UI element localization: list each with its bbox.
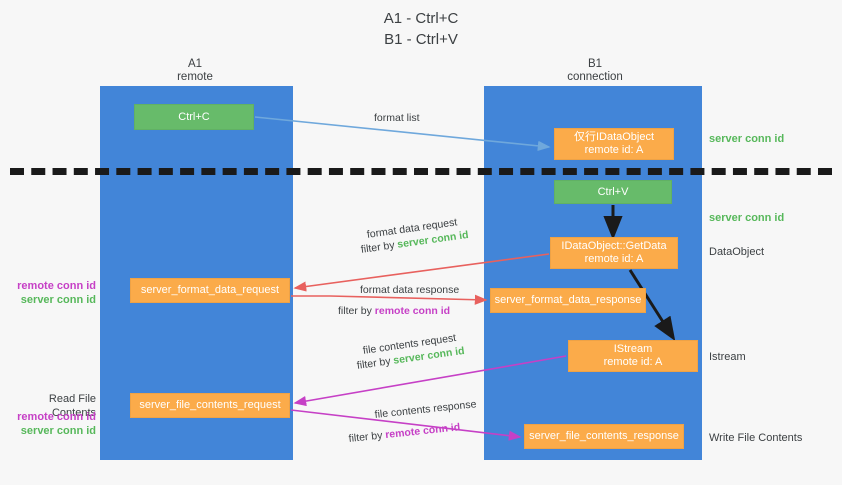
box-idataobject-getdata[interactable]: IDataObject::GetData remote id: A (550, 237, 678, 269)
left-label-read-file-contents: Read File Contents (48, 393, 96, 419)
box-server-format-data-response-label: server_format_data_response (494, 294, 642, 306)
box-server-file-contents-response-label: server_file_contents_response (529, 430, 679, 442)
phase-divider (10, 168, 832, 175)
label-file-contents-response: file contents response (374, 398, 477, 421)
title-line-2: B1 - Ctrl+V (384, 31, 458, 48)
side-label-server-conn-id-1: server conn id (709, 133, 785, 145)
left-label-remote-conn-id-1: remote conn id (17, 280, 96, 292)
box-istream-line2: remote id: A (603, 356, 663, 368)
side-label-istream: Istream (709, 351, 746, 363)
side-label-dataobject: DataObject (709, 246, 765, 258)
label-file-contents-response-filter: filter by remote conn id (348, 420, 461, 446)
title-line-1: A1 - Ctrl+C (383, 10, 459, 27)
left-label-remote-conn-id-2: remote conn id (17, 411, 96, 423)
box-server-format-data-response[interactable]: server_format_data_response (490, 288, 646, 313)
box-server-file-contents-request-label: server_file_contents_request (139, 399, 281, 411)
side-label-write-file-contents: Write File Contents (709, 432, 803, 444)
box-idataobject-line1: 仅行IDataObject (573, 131, 655, 143)
filter-prefix: filter by (338, 305, 375, 317)
column-header-a1: A1 remote (130, 58, 260, 84)
box-istream-line1: IStream (613, 343, 653, 355)
column-b1-name: B1 (587, 58, 603, 70)
label-format-data-response-filter: filter by remote conn id (338, 304, 450, 318)
label-format-list: format list (374, 112, 420, 124)
box-server-format-data-request[interactable]: server_format_data_request (130, 278, 290, 303)
left-label-server-conn-id-2: server conn id (20, 425, 96, 437)
column-a1-name: A1 (187, 58, 203, 70)
box-server-format-data-request-label: server_format_data_request (140, 284, 280, 296)
column-a1-sub: remote (177, 71, 213, 83)
filter-prefix: filter by (356, 354, 395, 372)
left-label-conn-ids-1: remote conn id server conn id (8, 279, 96, 307)
box-idataobject-line2: remote id: A (584, 144, 644, 156)
filter-prefix: filter by (360, 238, 399, 256)
label-format-data-response: format data response (360, 284, 460, 296)
box-idataobject[interactable]: 仅行IDataObject remote id: A (554, 128, 674, 160)
box-ctrl-v[interactable]: Ctrl+V (554, 180, 672, 204)
column-header-b1: B1 connection (530, 58, 660, 84)
box-server-file-contents-response[interactable]: server_file_contents_response (524, 424, 684, 449)
side-label-server-conn-id-2: server conn id (709, 212, 785, 224)
column-b1-sub: connection (567, 71, 623, 83)
box-getdata-line1: IDataObject::GetData (561, 240, 667, 252)
box-getdata-line2: remote id: A (584, 253, 644, 265)
box-ctrl-c-label: Ctrl+C (178, 110, 210, 123)
box-istream[interactable]: IStream remote id: A (568, 340, 698, 372)
page-title: A1 - Ctrl+C B1 - Ctrl+V (0, 8, 842, 50)
box-server-file-contents-request[interactable]: server_file_contents_request (130, 393, 290, 418)
filter-value-remote-conn-id: remote conn id (384, 421, 461, 442)
box-ctrl-c[interactable]: Ctrl+C (134, 104, 254, 130)
filter-value-remote-conn-id: remote conn id (374, 305, 451, 317)
box-ctrl-v-label: Ctrl+V (597, 185, 629, 198)
filter-prefix: filter by (348, 429, 386, 445)
left-label-server-conn-id-1: server conn id (20, 294, 96, 306)
left-label-conn-ids-2: remote conn id server conn id (8, 410, 96, 438)
